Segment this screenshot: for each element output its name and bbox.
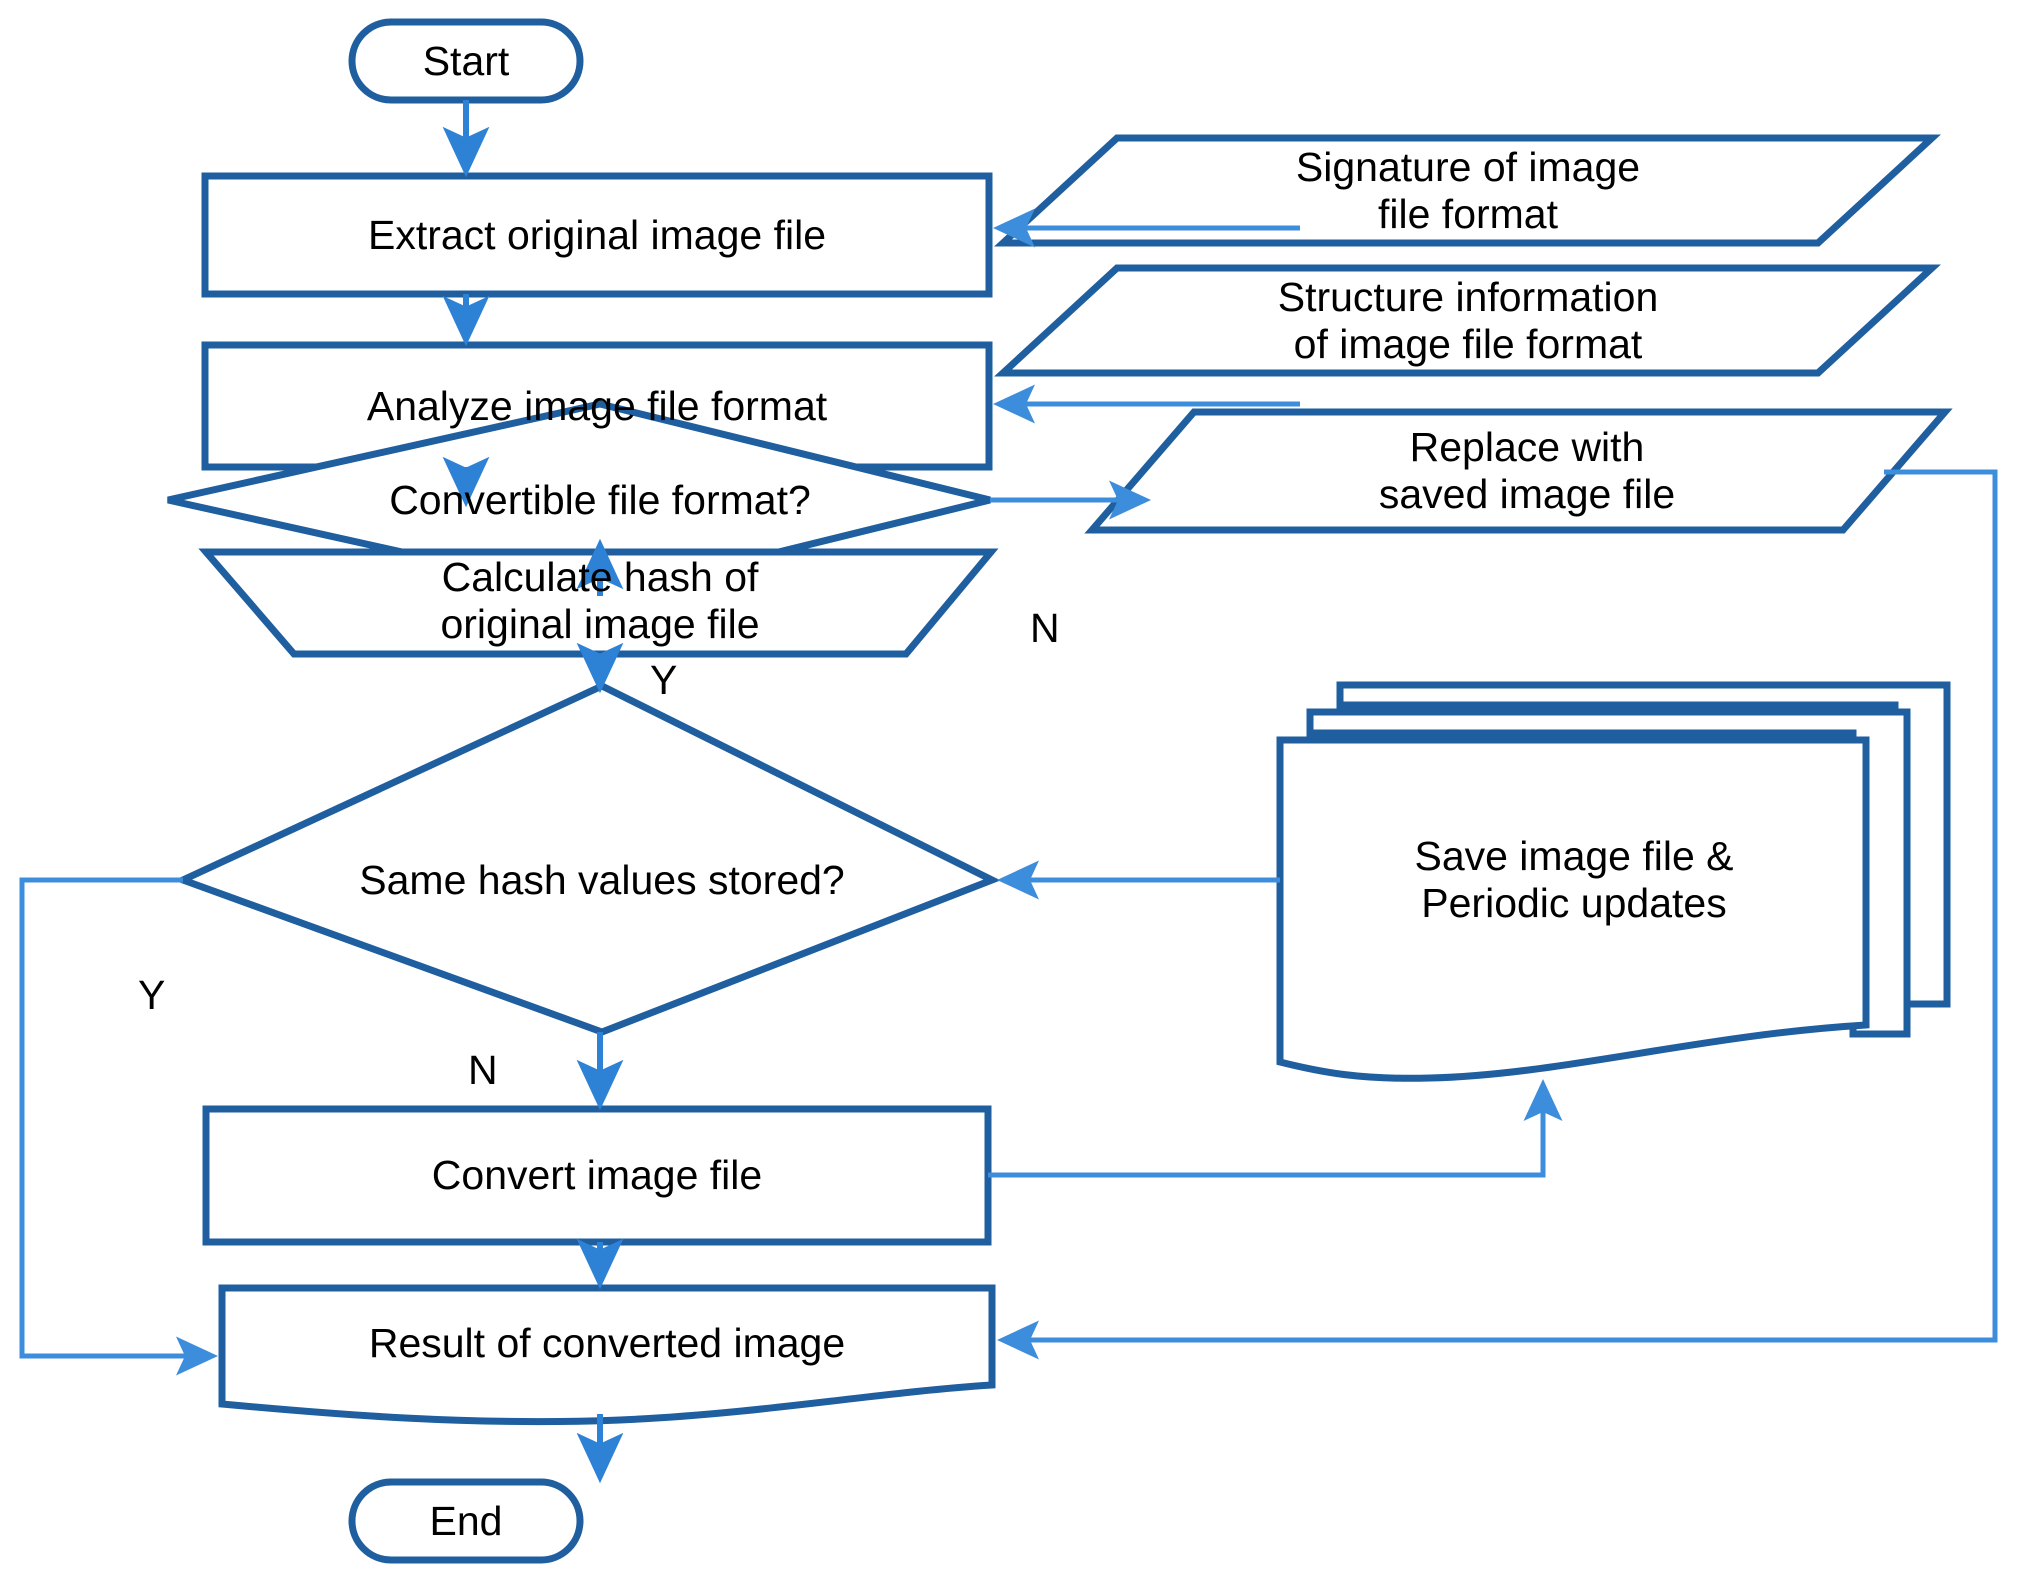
shape-structure (994, 264, 1941, 377)
shape-samehash (173, 682, 1001, 1036)
edge-label-samehash-yes: Y (138, 972, 166, 1018)
shape-signature (994, 134, 1941, 247)
edge-replace-to-result (996, 469, 1998, 1360)
shape-replace (1084, 408, 1953, 534)
edge-label-convertible-yes: Y (650, 657, 678, 703)
edge-convert-to-saveupdates (988, 1078, 1563, 1178)
shape-start (348, 18, 584, 104)
shape-end (348, 1478, 584, 1564)
edge-label-convertible-no: N (1030, 605, 1060, 651)
shape-convert (202, 1105, 992, 1246)
edge-label-samehash-no: N (468, 1047, 498, 1093)
shape-extract (201, 172, 993, 298)
shape-result (218, 1284, 996, 1426)
shape-saveupdates-back1 (1306, 708, 1911, 1038)
edge-samehash-yes-to-result (19, 877, 219, 1376)
shape-saveupdates (1276, 736, 1870, 1082)
shape-calchash (198, 548, 999, 658)
